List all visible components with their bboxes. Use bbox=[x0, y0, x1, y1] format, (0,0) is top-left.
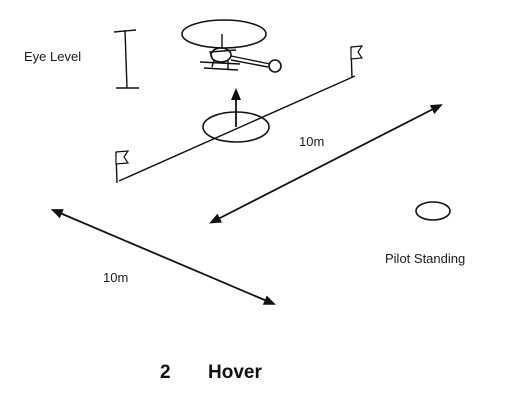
tail-rotor bbox=[268, 59, 282, 73]
flag-cloth-left bbox=[115, 150, 130, 165]
helicopter-body bbox=[208, 49, 237, 58]
flag-icon bbox=[350, 45, 364, 79]
rotor-disc bbox=[181, 19, 267, 49]
eye-level-bar bbox=[124, 29, 128, 89]
eye-level-top-tick bbox=[113, 29, 137, 33]
distance-label-right: 10m bbox=[299, 134, 324, 149]
distance-arrow-right bbox=[209, 104, 443, 224]
pilot-position-icon bbox=[415, 201, 451, 221]
skid-front bbox=[199, 61, 241, 65]
tail-boom-lower bbox=[230, 59, 269, 68]
caption-title: Hover bbox=[208, 362, 262, 383]
distance-arrow-left bbox=[50, 209, 276, 305]
skid-rear bbox=[203, 67, 239, 71]
eye-level-label: Eye Level bbox=[24, 49, 81, 64]
eye-level-indicator bbox=[113, 29, 139, 89]
helicopter-icon bbox=[181, 19, 282, 73]
tail-boom bbox=[230, 55, 271, 65]
skid-strut-1 bbox=[211, 59, 215, 68]
pilot-standing-label: Pilot Standing bbox=[385, 251, 465, 266]
flag-icon bbox=[115, 150, 130, 184]
distance-label-left: 10m bbox=[103, 270, 128, 285]
caption-number: 2 bbox=[160, 362, 171, 383]
flag-line bbox=[118, 75, 356, 182]
flag-cloth-right bbox=[350, 45, 364, 60]
